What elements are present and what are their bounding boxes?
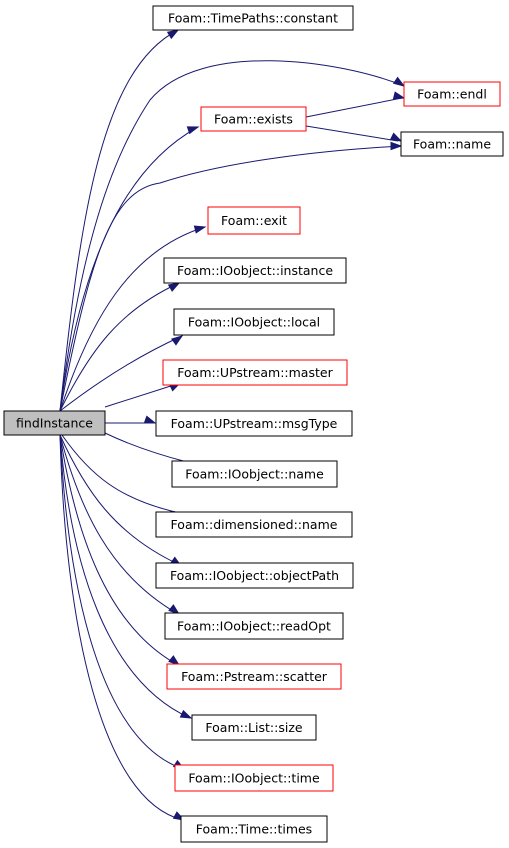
edge-to-time-times [59, 434, 184, 821]
node-time-times[interactable]: Foam::Time::times [180, 815, 328, 843]
edge-to-ioobject-instance [59, 282, 180, 412]
edge-to-list-size [59, 434, 191, 719]
edge-to-ioobject-local-arrowhead [171, 335, 184, 346]
node-exit-label: Foam::exit [221, 213, 287, 228]
node-name[interactable]: Foam::name [400, 131, 504, 157]
edge-to-pstream-scatter-arrowhead [168, 655, 181, 666]
node-pstream-scatter-label: Foam::Pstream::scatter [181, 669, 328, 684]
node-ioobject-local-label: Foam::IOobject::local [188, 315, 320, 330]
edge-to-pstream-scatter [59, 434, 179, 666]
node-exit[interactable]: Foam::exit [207, 206, 301, 235]
edge-to-endl [59, 60, 405, 412]
node-ioobject-readopt-box [164, 612, 344, 640]
node-dimensioned-name-box [155, 511, 353, 538]
node-ioobject-time-label: Foam::IOobject::time [188, 771, 320, 786]
node-ioobject-local[interactable]: Foam::IOobject::local [173, 308, 335, 336]
node-ioobject-name[interactable]: Foam::IOobject::name [171, 460, 338, 488]
edge-exists-to-endl-arrowhead [392, 91, 406, 100]
edge-to-endl-arrowhead [392, 76, 406, 87]
edge-to-ioobject-local [59, 335, 183, 412]
node-ioobject-readopt[interactable]: Foam::IOobject::readOpt [164, 612, 344, 640]
edge-to-ioobject-time [59, 434, 184, 770]
node-ioobject-instance-label: Foam::IOobject::instance [177, 263, 333, 278]
edge-to-exists-arrowhead [186, 126, 200, 135]
node-upstream-master-label: Foam::UPstream::master [177, 365, 333, 380]
node-time-times-label: Foam::Time::times [196, 822, 312, 837]
node-ioobject-readopt-label: Foam::IOobject::readOpt [177, 619, 331, 634]
edge-to-ioobject-readopt [59, 434, 179, 615]
node-ioobject-name-label: Foam::IOobject::name [185, 467, 324, 482]
node-upstream-master[interactable]: Foam::UPstream::master [162, 359, 348, 386]
node-ioobject-objectpath-box [155, 562, 354, 589]
edge-to-list-size-arrowhead [179, 709, 193, 719]
node-exit-box [207, 206, 301, 235]
edge-exists-to-name [305, 125, 399, 142]
edge-exists-to-name-arrowhead [389, 132, 403, 142]
edge-to-upstream-master [104, 383, 178, 408]
node-dimensioned-name-label: Foam::dimensioned::name [171, 517, 338, 532]
edge-to-dimensioned-name [61, 434, 181, 514]
call-nodes: findInstance Foam::TimePaths::constant F… [3, 5, 504, 843]
edge-to-upstream-msgtype-arrowhead [143, 415, 157, 424]
edge-to-name-arrowhead [390, 141, 403, 151]
node-ioobject-objectpath-label: Foam::IOobject::objectPath [170, 568, 339, 583]
node-endl-label: Foam::endl [417, 87, 487, 102]
node-endl[interactable]: Foam::endl [403, 81, 501, 107]
node-exists-box [200, 106, 307, 132]
node-findinstance[interactable]: findInstance [3, 410, 106, 436]
node-timepaths-constant-box [152, 5, 354, 31]
node-time-times-box [180, 815, 328, 843]
node-upstream-msgtype[interactable]: Foam::UPstream::msgType [155, 410, 353, 437]
node-upstream-msgtype-label: Foam::UPstream::msgType [171, 416, 338, 431]
node-exists[interactable]: Foam::exists [200, 106, 307, 132]
node-upstream-msgtype-box [155, 410, 353, 437]
edge-to-ioobject-readopt-arrowhead [168, 604, 181, 615]
edge-to-ioobject-name [104, 432, 188, 463]
edge-to-timepaths-constant [59, 29, 179, 412]
node-timepaths-constant[interactable]: Foam::TimePaths::constant [152, 5, 354, 31]
edge-to-exit [59, 226, 206, 412]
node-findinstance-label: findInstance [16, 416, 93, 431]
node-exists-label: Foam::exists [214, 112, 293, 127]
node-pstream-scatter-box [166, 663, 342, 690]
node-list-size-label: Foam::List::size [205, 720, 302, 735]
edge-to-ioobject-objectpath [59, 434, 181, 566]
node-ioobject-instance-box [163, 257, 347, 284]
node-name-label: Foam::name [413, 137, 491, 152]
node-timepaths-constant-label: Foam::TimePaths::constant [168, 11, 338, 26]
node-ioobject-objectpath[interactable]: Foam::IOobject::objectPath [155, 562, 354, 589]
node-ioobject-time[interactable]: Foam::IOobject::time [174, 764, 334, 792]
node-ioobject-time-box [174, 764, 334, 792]
edge-to-exit-arrowhead [193, 225, 207, 234]
node-dimensioned-name[interactable]: Foam::dimensioned::name [155, 511, 353, 538]
edge-to-timepaths-constant-arrowhead [166, 29, 180, 40]
node-ioobject-local-box [173, 308, 335, 336]
edge-exists-to-endl [305, 97, 403, 118]
edge-to-ioobject-instance-arrowhead [167, 282, 181, 292]
node-name-box [400, 131, 504, 157]
node-ioobject-name-box [171, 460, 338, 488]
node-endl-box [403, 81, 501, 107]
edge-to-name [59, 145, 402, 412]
node-list-size[interactable]: Foam::List::size [191, 714, 317, 741]
node-ioobject-instance[interactable]: Foam::IOobject::instance [163, 257, 347, 284]
node-findinstance-box [3, 410, 106, 436]
node-list-size-box [191, 714, 317, 741]
node-pstream-scatter[interactable]: Foam::Pstream::scatter [166, 663, 342, 690]
node-upstream-master-box [162, 359, 348, 386]
